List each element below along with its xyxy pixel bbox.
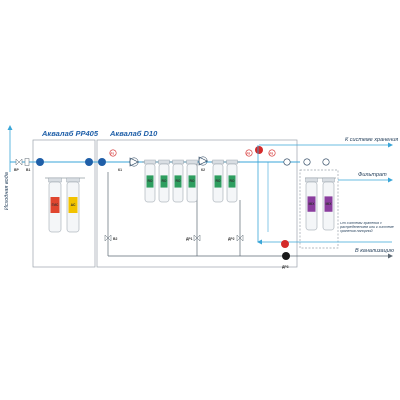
pressure-p1-icon xyxy=(109,149,117,157)
label-input: Исходная вода xyxy=(4,172,10,210)
cartridge-cap xyxy=(212,159,224,165)
label-p1: Р1 xyxy=(111,151,115,155)
label-dp2: ДР2 xyxy=(228,237,235,241)
title-d10: Аквалаб D10 xyxy=(109,129,158,138)
pressure-p3-icon xyxy=(268,149,276,157)
label-b1: В1 xyxy=(26,168,30,172)
cartridge-cap xyxy=(158,159,170,165)
cartridge-tag: RO xyxy=(161,179,166,183)
pump-3-icon xyxy=(98,158,106,166)
label-out-drain: В канализацию xyxy=(355,248,394,254)
label-k1: К1 xyxy=(118,168,122,172)
arrow-out-storage xyxy=(388,142,393,148)
cartridge-tag: RO xyxy=(215,179,220,183)
pump-red-top-icon xyxy=(255,146,263,154)
arrow-out-filtrate xyxy=(388,177,393,183)
cartridge-cap xyxy=(48,177,62,183)
cartridge-label-band xyxy=(188,175,196,188)
arrow-input xyxy=(7,125,13,130)
cartridge-tag: RO xyxy=(229,179,234,183)
gauge-1-icon xyxy=(283,158,291,166)
cartridge-label-band xyxy=(68,197,78,213)
cartridge-cap xyxy=(322,177,335,183)
label-out-filtrate: Фильтрат xyxy=(358,172,387,178)
label-bp: ВР xyxy=(14,168,19,172)
label-dp3: ДР3 xyxy=(282,265,289,269)
valve-dp2-icon xyxy=(236,234,244,242)
cartridge-tag: ГИС xyxy=(52,203,59,207)
label-p3: Р3 xyxy=(270,151,274,155)
valve-dp1-icon xyxy=(193,234,201,242)
gauge-3-icon xyxy=(322,158,330,166)
cartridge-tag: RO xyxy=(189,179,194,183)
cartridge-label-band xyxy=(228,175,236,188)
cartridge-tag: RO xyxy=(175,179,180,183)
pump-2-icon xyxy=(85,158,93,166)
cartridge-label-band xyxy=(214,175,222,188)
cartridge-label-band xyxy=(324,196,333,212)
cartridge-tag: АС xyxy=(71,203,76,207)
pressure-p2-icon xyxy=(245,149,253,157)
label-p2: Р2 xyxy=(247,151,251,155)
valve-b2-icon xyxy=(104,234,112,242)
frame-polish xyxy=(299,169,339,249)
cartridge-cap xyxy=(186,159,198,165)
pump-1-icon xyxy=(36,158,44,166)
cartridge-label-band xyxy=(160,175,168,188)
cartridge-cap xyxy=(172,159,184,165)
pump-k1-ring-icon xyxy=(129,157,139,167)
cartridge-cap xyxy=(305,177,318,183)
label-out-storage: К системе хранения xyxy=(345,137,398,143)
cartridge-cap xyxy=(144,159,156,165)
cartridge-tag: RO xyxy=(147,179,152,183)
cartridge-group-pp405: ГИС АС xyxy=(48,177,80,233)
label-out-return: От системы хранения с распределением или… xyxy=(340,222,394,233)
label-b2: В2 xyxy=(113,237,117,241)
cartridge-tag: MIX xyxy=(308,202,315,206)
label-dp1: ДР1 xyxy=(186,237,193,241)
pump-drain-icon xyxy=(282,252,290,260)
cartridge-group-d10-2: RO RO xyxy=(212,159,238,203)
gauge-2-icon xyxy=(303,158,311,166)
cartridge-group-polish: MIX MIX xyxy=(305,177,335,231)
cartridge-label-band xyxy=(174,175,182,188)
frame-pp405 xyxy=(32,139,96,268)
label-k2: К2 xyxy=(201,168,205,172)
pump-red-bottom-icon xyxy=(281,240,289,248)
valve-bp-icon xyxy=(15,158,23,166)
cartridge-cap xyxy=(226,159,238,165)
cartridge-label-band xyxy=(307,196,316,212)
cartridge-label-band xyxy=(146,175,154,188)
filter-b1-icon xyxy=(24,158,30,166)
arrow-drain xyxy=(388,253,393,259)
pump-k2-ring-icon xyxy=(198,156,208,166)
arrow-return xyxy=(257,239,262,245)
frame-d10 xyxy=(96,139,298,268)
cartridge-group-d10-1: RO RO RO RO xyxy=(144,159,198,203)
title-pp405: Аквалаб PP405 xyxy=(41,129,99,138)
cartridge-label-band xyxy=(50,197,60,213)
cartridge-tag: MIX xyxy=(325,202,332,206)
cartridge-cap xyxy=(66,177,80,183)
